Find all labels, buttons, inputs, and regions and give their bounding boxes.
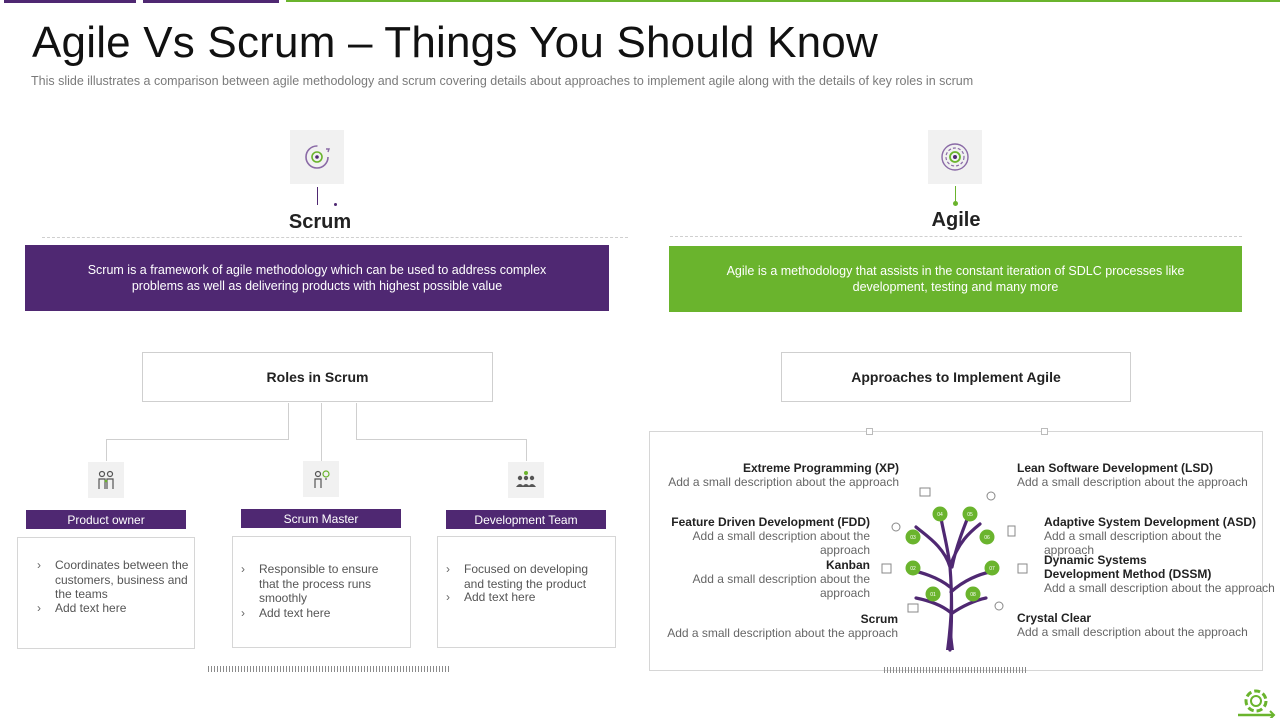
tree-node-label: 02 xyxy=(910,566,916,572)
approaches-box: Approaches to Implement Agile xyxy=(781,352,1131,402)
scrum-icon-box xyxy=(290,130,344,184)
tree-node xyxy=(979,529,995,545)
roles-connector-left-h xyxy=(106,439,289,440)
approach-lsd: Lean Software Development (LSD) Add a sm… xyxy=(1017,461,1248,489)
tree-node-label: 01 xyxy=(930,592,936,598)
chevron-right-icon: › xyxy=(446,590,450,604)
tree-node-label: 08 xyxy=(970,592,976,598)
agile-tree-illustration: 04 05 03 06 02 07 01 08 xyxy=(881,487,1028,652)
agile-connector xyxy=(955,186,956,203)
lsd-approach-icon xyxy=(986,491,996,501)
chevron-right-icon: › xyxy=(37,601,41,615)
product-owner-card xyxy=(17,537,195,649)
scrum-connector xyxy=(317,187,318,205)
product-owner-icon-box xyxy=(88,462,124,498)
development-team-icon-box xyxy=(508,462,544,498)
scrum-master-bullet-1: › Responsible to ensure that the process… xyxy=(241,562,379,605)
person-idea-icon xyxy=(314,470,330,488)
frame-marker-right xyxy=(1041,428,1048,435)
tree-node-label: 07 xyxy=(989,566,995,572)
dssm-approach-icon xyxy=(1017,563,1028,574)
people-icon xyxy=(98,470,114,489)
approaches-title: Approaches to Implement Agile xyxy=(851,369,1061,385)
scrum-divider xyxy=(42,237,628,238)
scrum-connector-dot xyxy=(334,203,337,206)
chevron-right-icon: › xyxy=(37,558,41,572)
fdd-approach-icon xyxy=(891,522,901,532)
scrum-title: Scrum xyxy=(288,211,352,233)
roles-connector-mid xyxy=(321,403,322,461)
scrum-master-bullet-2: › Add text here xyxy=(241,606,331,620)
top-bar-purple-1 xyxy=(4,0,136,3)
tree-node-label: 03 xyxy=(910,535,916,541)
tree-node-label: 06 xyxy=(984,535,990,541)
agile-icon-box xyxy=(928,130,982,184)
agile-description-banner: Agile is a methodology that assists in t… xyxy=(669,246,1242,312)
roles-connector-left-v xyxy=(288,403,289,439)
roles-in-scrum-title: Roles in Scrum xyxy=(266,369,369,385)
page-subtitle: This slide illustrates a comparison betw… xyxy=(31,74,974,88)
cycle-gear-logo-icon xyxy=(1238,689,1276,718)
approach-xp: Extreme Programming (XP) Add a small des… xyxy=(668,461,899,489)
tree-node xyxy=(905,529,921,545)
agile-tick-ruler xyxy=(884,667,1026,673)
xp-approach-icon xyxy=(919,487,931,497)
tree-node xyxy=(932,506,948,522)
approach-fdd: Feature Driven Development (FDD) Add a s… xyxy=(671,515,870,557)
approach-kanban: Kanban Add a small description about the… xyxy=(692,558,870,600)
tree-nodes xyxy=(905,506,1000,602)
roles-connector-right-h xyxy=(356,439,527,440)
tree-node xyxy=(925,586,941,602)
chevron-right-icon: › xyxy=(241,562,245,576)
tree-node-label: 05 xyxy=(967,512,973,518)
approach-dssm: Dynamic Systems Development Method (DSSM… xyxy=(1044,553,1275,595)
chevron-right-icon: › xyxy=(241,606,245,620)
development-team-bullet-2: › Add text here xyxy=(446,590,536,604)
scrum-master-icon-box xyxy=(303,461,339,497)
tree-node xyxy=(905,560,921,576)
scrum-tick-ruler xyxy=(208,666,450,672)
product-owner-bullet-2: › Add text here xyxy=(37,601,127,615)
top-bar-purple-2 xyxy=(143,0,279,3)
development-team-label: Development Team xyxy=(446,510,606,529)
roles-connector-right-v xyxy=(356,403,357,439)
product-owner-label: Product owner xyxy=(26,510,186,529)
agile-divider xyxy=(670,236,1242,237)
page-title: Agile Vs Scrum – Things You Should Know xyxy=(32,18,878,67)
agile-title: Agile xyxy=(931,209,981,231)
roles-connector-left-drop xyxy=(106,439,107,461)
chevron-right-icon: › xyxy=(446,562,450,576)
agile-description: Agile is a methodology that assists in t… xyxy=(726,264,1185,294)
development-team-card xyxy=(437,536,616,648)
scrum-master-label: Scrum Master xyxy=(241,509,401,528)
tree-node xyxy=(962,506,978,522)
approach-scrum: Scrum Add a small description about the … xyxy=(667,612,898,640)
agile-connector-dot xyxy=(953,201,958,206)
scrum-description: Scrum is a framework of agile methodolog… xyxy=(87,263,547,293)
scrum-approach-icon xyxy=(907,603,919,613)
asd-approach-icon xyxy=(1007,525,1016,537)
team-icon xyxy=(516,471,536,487)
development-team-bullet-1: › Focused on developing and testing the … xyxy=(446,562,589,591)
target-gear-icon xyxy=(941,143,969,171)
crystal-clear-approach-icon xyxy=(994,601,1004,611)
tree-node-label: 04 xyxy=(937,512,943,518)
tree-node xyxy=(984,560,1000,576)
tree-node xyxy=(965,586,981,602)
roles-connector-right-drop xyxy=(526,439,527,461)
scrum-description-banner: Scrum is a framework of agile methodolog… xyxy=(25,245,609,311)
scrum-master-card xyxy=(232,536,411,648)
frame-marker-left xyxy=(866,428,873,435)
gear-cycle-icon xyxy=(305,145,330,169)
approach-asd: Adaptive System Development (ASD) Add a … xyxy=(1044,515,1257,557)
product-owner-bullet-1: › Coordinates between the customers, bus… xyxy=(37,558,189,601)
top-bar-green xyxy=(286,0,1280,2)
roles-in-scrum-box: Roles in Scrum xyxy=(142,352,493,402)
kanban-approach-icon xyxy=(881,563,892,574)
approach-crystal-clear: Crystal Clear Add a small description ab… xyxy=(1017,611,1248,639)
